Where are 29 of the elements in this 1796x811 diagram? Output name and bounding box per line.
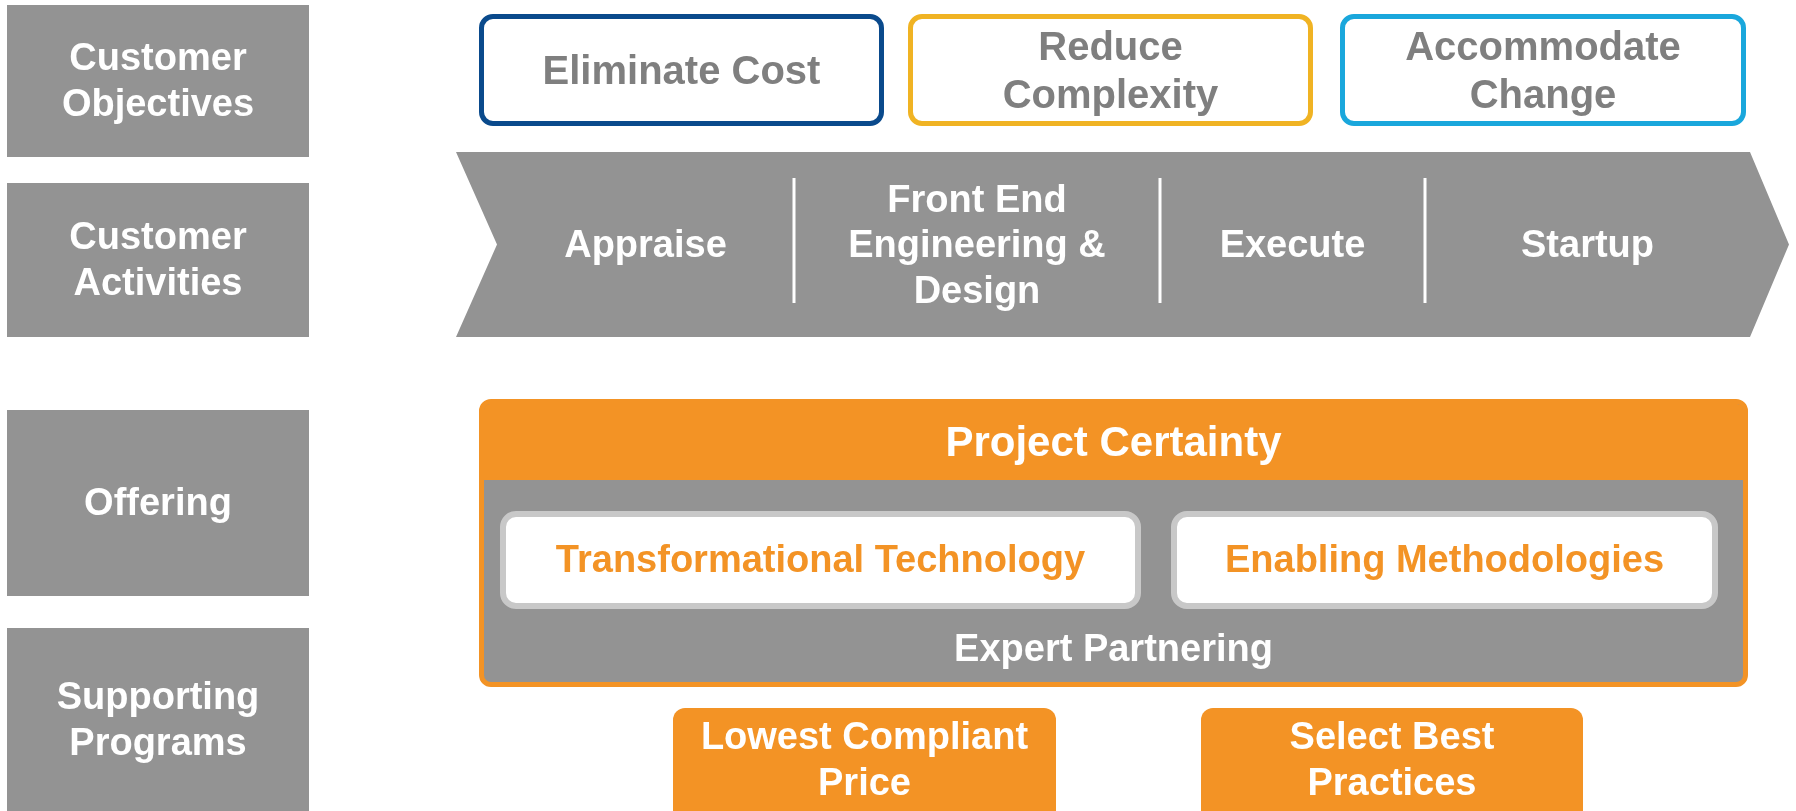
objective-text: Eliminate Cost (541, 47, 822, 94)
program-box (673, 708, 1056, 811)
phase-label: Startup (1520, 221, 1655, 267)
row-header-text: Customer Objectives (60, 35, 256, 126)
row-header-box (7, 628, 309, 811)
panel-title: Project Certainty (945, 416, 1282, 467)
program-text: Lowest Compliant Price (699, 713, 1030, 805)
objective-box (479, 14, 884, 126)
row-header-text: Supporting Programs (55, 673, 261, 765)
row-header-box (7, 5, 309, 157)
row-header-text: Customer Activities (68, 214, 248, 305)
offering-text: Transformational Technology (555, 537, 1086, 583)
objective-box (908, 14, 1313, 126)
offering-panel (479, 399, 1748, 687)
program-text: Select Best Practices (1288, 713, 1496, 805)
objective-text: Accommodate Change (1404, 23, 1682, 118)
phase-label: Appraise (563, 221, 728, 267)
offering-text: Enabling Methodologies (1224, 537, 1665, 583)
program-box (1201, 708, 1583, 811)
panel-footer-text: Expert Partnering (953, 626, 1274, 671)
row-header-box (7, 183, 309, 337)
offering-box (1171, 511, 1718, 609)
phase-label: Execute (1218, 221, 1367, 267)
objective-text: Reduce Complexity (1001, 23, 1220, 118)
objective-box (1340, 14, 1746, 126)
row-header-box (7, 410, 309, 596)
row-header-text: Offering (84, 480, 232, 526)
offering-box (500, 511, 1141, 609)
phase-label: Front End Engineering & Design (847, 176, 1107, 313)
